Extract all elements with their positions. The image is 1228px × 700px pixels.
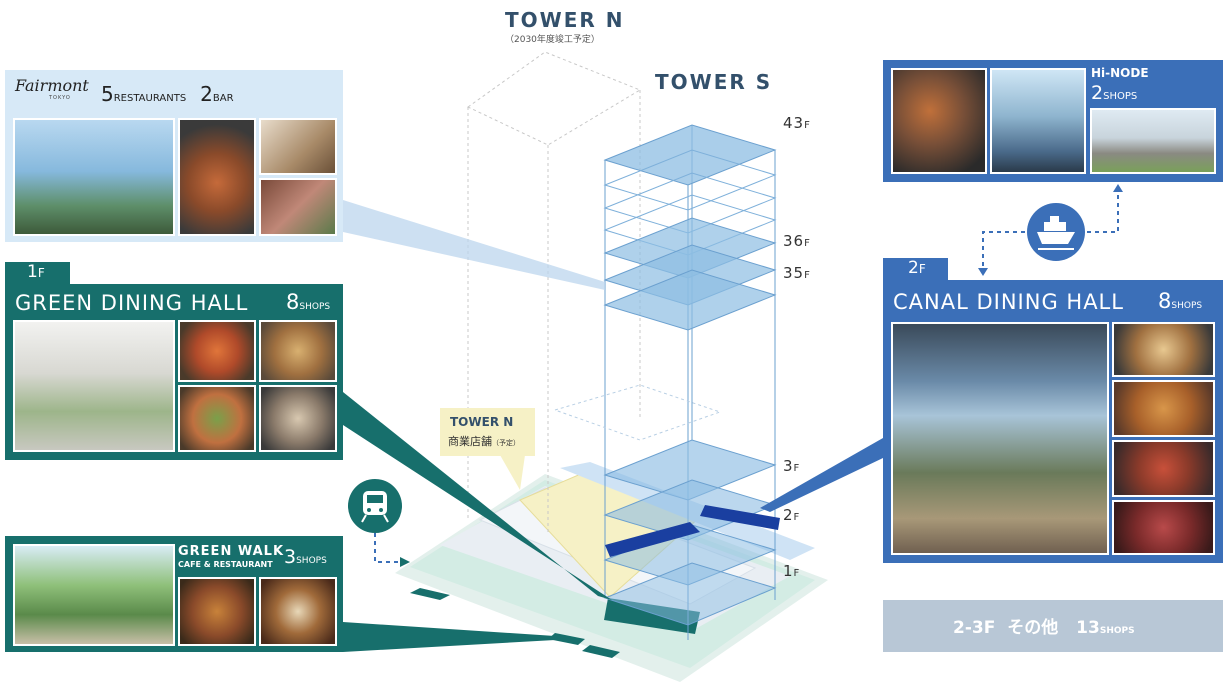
canal-dining-highlight: [605, 522, 700, 557]
hinode-panel[interactable]: Hi-NODE 2SHOPS: [883, 60, 1223, 182]
floor-label-43: 43F: [783, 114, 811, 132]
fairmont-panel[interactable]: Fairmont TOKYO 5RESTAURANTS 2BAR: [5, 70, 343, 242]
tower-n-wireframe: [467, 51, 642, 535]
latte-photo: [259, 577, 337, 646]
train-icon: [348, 479, 402, 533]
floor-label-35: 35F: [783, 264, 811, 282]
green-dining-hall-photo: [13, 320, 175, 452]
hinode-count: 2SHOPS: [1091, 82, 1138, 104]
green-dining-panel[interactable]: 1F GREEN DINING HALL 8SHOPS: [5, 262, 343, 460]
canal-dining-title: CANAL DINING HALL: [893, 290, 1124, 314]
green-walk-subtitle: CAFE & RESTAURANT: [178, 560, 273, 569]
hinode-food-photo: [891, 68, 987, 174]
fairmont-terrace-photo: [13, 118, 175, 236]
canal-noodle-photo: [1112, 322, 1215, 377]
bar-count: 2: [200, 82, 213, 106]
fairmont-logo: Fairmont TOKYO: [15, 76, 89, 101]
tower-n-callout-sub: 商業店舗（予定）: [448, 433, 520, 449]
burger-photo: [178, 577, 256, 646]
canal-dining-photo: [891, 322, 1109, 555]
canal-dining-count: 8SHOPS: [1158, 289, 1203, 313]
canal-bowls-photo: [1112, 440, 1215, 497]
fairmont-seafood-photo: [178, 118, 256, 236]
tower-n-callout: TOWER N 商業店舗（予定）: [440, 408, 535, 456]
salad-photo: [178, 385, 256, 452]
floor-label-36: 36F: [783, 232, 811, 250]
hinode-building-photo: [1090, 108, 1216, 174]
tower-n-callout-title: TOWER N: [450, 415, 514, 429]
tower-n-title: TOWER N: [505, 8, 625, 32]
fairmont-brand-sub: TOKYO: [49, 95, 71, 101]
fairmont-connector: [343, 200, 605, 290]
other-shops-panel[interactable]: 2-3F その他 13SHOPS: [883, 600, 1223, 652]
green-walk-panel[interactable]: GREEN WALK CAFE & RESTAURANT 3SHOPS: [5, 536, 343, 652]
green-dining-count: 8SHOPS: [286, 290, 331, 314]
canal-steak-photo: [1112, 500, 1215, 555]
callout-note-text: （予定）: [492, 439, 520, 447]
tower-s: [553, 124, 780, 640]
route-lines: [374, 192, 1119, 563]
canal-tonkatsu-photo: [1112, 380, 1215, 437]
restaurants-count: 5: [101, 82, 114, 106]
canal-dining-connector: [760, 438, 883, 512]
callout-sub-text: 商業店舗: [448, 435, 492, 448]
canal-dining-panel[interactable]: 2F CANAL DINING HALL 8SHOPS: [883, 258, 1223, 563]
pizza-photo: [178, 320, 256, 382]
fairmont-steak-photo: [259, 178, 337, 236]
fairmont-dishes-photo: [259, 118, 337, 175]
canal-dining-floor: 2F: [908, 258, 926, 278]
ship-icon: [1027, 203, 1085, 261]
restaurants-label: RESTAURANTS: [113, 93, 187, 104]
green-walk-count: 3SHOPS: [284, 546, 327, 568]
other-shops-text: 2-3F その他 13SHOPS: [953, 618, 1135, 638]
green-walk-title: GREEN WALK: [178, 544, 285, 559]
fairmont-brand: Fairmont: [15, 76, 89, 95]
hinode-title: Hi-NODE: [1091, 66, 1149, 80]
bar-label: BAR: [212, 93, 234, 104]
fairmont-counts: 5RESTAURANTS 2BAR: [101, 82, 234, 106]
noodle-photo: [259, 320, 337, 382]
green-walk-photo: [13, 544, 175, 646]
floor-label-2: 2F: [783, 506, 801, 524]
green-dining-floor: 1F: [27, 262, 45, 282]
floor-label-1: 1F: [783, 562, 801, 580]
green-walk-connector: [343, 622, 555, 652]
oyster-photo: [259, 385, 337, 452]
hinode-terrace-photo: [990, 68, 1086, 174]
tower-s-title: TOWER S: [655, 70, 773, 94]
green-dining-title: GREEN DINING HALL: [15, 291, 249, 315]
floor-label-3: 3F: [783, 457, 801, 475]
tower-n-note: （2030年度竣工予定）: [505, 35, 600, 45]
